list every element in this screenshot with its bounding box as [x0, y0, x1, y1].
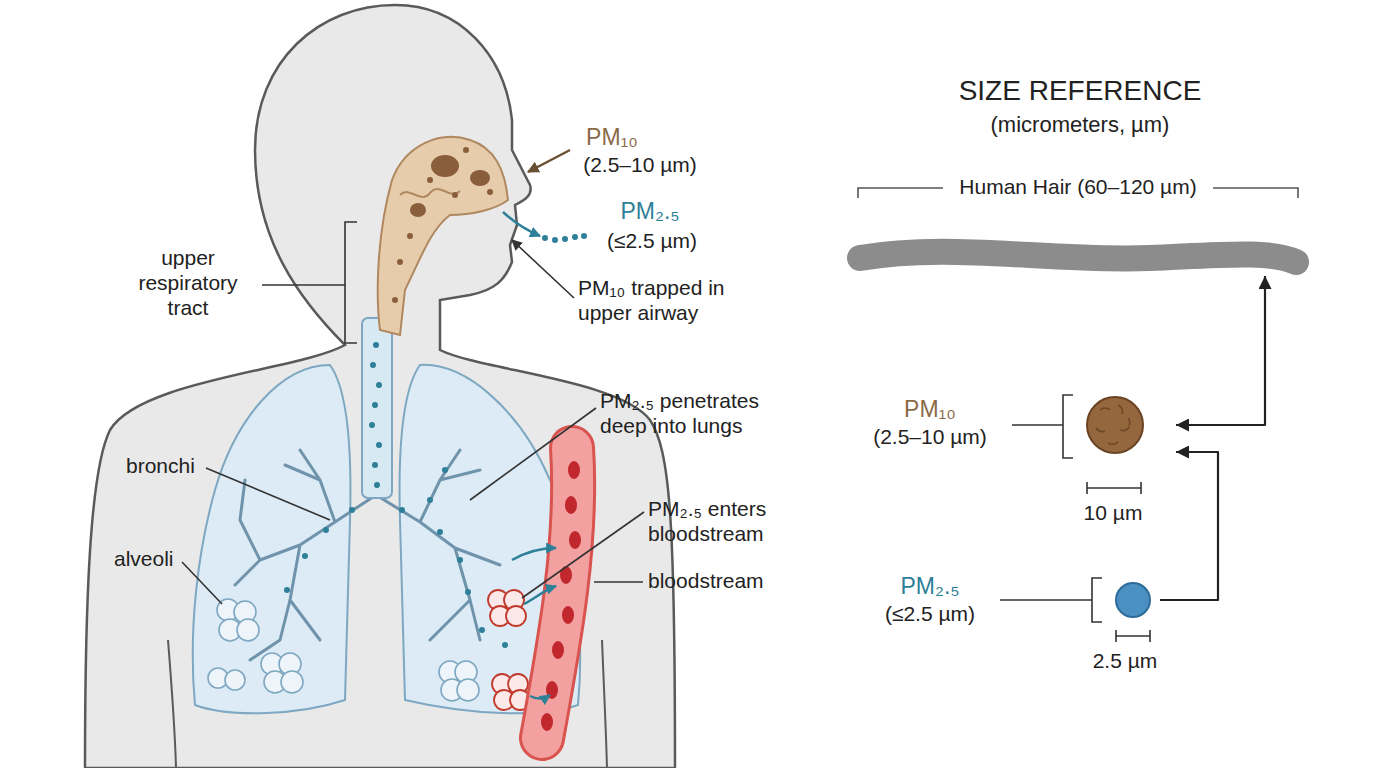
annotation-label: upper respiratory tract — [118, 245, 258, 321]
coarse-particle — [470, 170, 490, 186]
fine-particle-symbol — [1116, 583, 1150, 617]
annotation-label: PM₁₀ — [572, 124, 652, 152]
blood-entry-arrow — [524, 586, 556, 604]
upper-airway — [378, 137, 508, 335]
leader-line — [206, 468, 330, 520]
hair-reference: Human Hair (60–120 µm) — [850, 168, 1312, 276]
leader-line — [522, 512, 644, 598]
size-comparison-arrow — [1160, 452, 1218, 600]
leader-line — [182, 562, 222, 604]
dimension-line — [1087, 482, 1141, 494]
bracket — [345, 222, 357, 343]
leader-line — [1012, 424, 1063, 426]
coarse-inflow-arrow — [528, 150, 570, 172]
dimension-label: 10 µm — [1063, 500, 1163, 525]
coarse-particle — [431, 155, 459, 177]
annotation-label: PM₂.₅ penetrates deep into lungs — [600, 388, 800, 438]
node-label: (≤2.5 µm) — [855, 601, 1005, 626]
particle-texture — [1096, 405, 1130, 444]
leader-line — [470, 408, 596, 500]
blood-vessel — [542, 448, 573, 738]
dimension-label: 2.5 µm — [1090, 648, 1160, 673]
blood-vessel-outline — [542, 448, 573, 738]
node-label: Human Hair (60–120 µm) — [943, 174, 1213, 199]
annotation-label: (micrometers, µm) — [930, 112, 1230, 138]
bracket — [1092, 578, 1102, 622]
blood-entry-arrow — [530, 695, 550, 699]
coarse-particle — [410, 203, 426, 217]
alveolus — [281, 671, 303, 693]
blood-entry-arrow — [512, 548, 556, 560]
fine-particle-reference: PM₂.₅(≤2.5 µm) 2.5 µm — [850, 565, 1160, 690]
human-hair — [860, 252, 1296, 262]
left-lung — [193, 365, 351, 713]
leader-line — [1000, 599, 1092, 601]
leader-arrow — [512, 240, 574, 298]
bracket — [1063, 395, 1073, 458]
leader-line — [262, 284, 345, 286]
annotation-label: PM₂.₅ enters bloodstream — [648, 496, 798, 546]
annotation-label: alveoli — [114, 546, 194, 571]
alveolus — [225, 670, 245, 690]
annotation-label: (2.5–10 µm) — [565, 152, 715, 177]
coarse-particle-reference: PM₁₀(2.5–10 µm) 10 µm — [850, 380, 1176, 530]
body-silhouette — [85, 5, 675, 768]
dimension-line — [1116, 630, 1150, 642]
annotation-label: bronchi — [126, 453, 216, 478]
annotation-label: SIZE REFERENCE — [870, 74, 1290, 108]
fine-inflow-arrow — [503, 212, 540, 236]
annotation-label: PM₁₀ trapped in upper airway — [578, 275, 753, 325]
node-label: (2.5–10 µm) — [855, 424, 1005, 449]
alveolus-red — [506, 606, 526, 626]
coarse-particle-symbol — [1087, 397, 1143, 453]
alveolus — [457, 679, 479, 701]
fine-particle-dots — [284, 233, 587, 648]
alveolus — [237, 619, 259, 641]
annotation-label: PM₂.₅ — [610, 198, 690, 226]
leader-line — [594, 581, 643, 583]
nasal-turbinate — [400, 189, 460, 197]
node-label: PM₂.₅ — [855, 573, 1005, 601]
coarse-dots — [392, 147, 493, 303]
size-comparison-arrow — [1176, 276, 1265, 425]
node-label: PM₁₀ — [855, 396, 1005, 424]
annotation-label: (≤2.5 µm) — [587, 228, 717, 253]
annotation-label: bloodstream — [648, 568, 778, 593]
red-blood-cells — [541, 461, 581, 731]
